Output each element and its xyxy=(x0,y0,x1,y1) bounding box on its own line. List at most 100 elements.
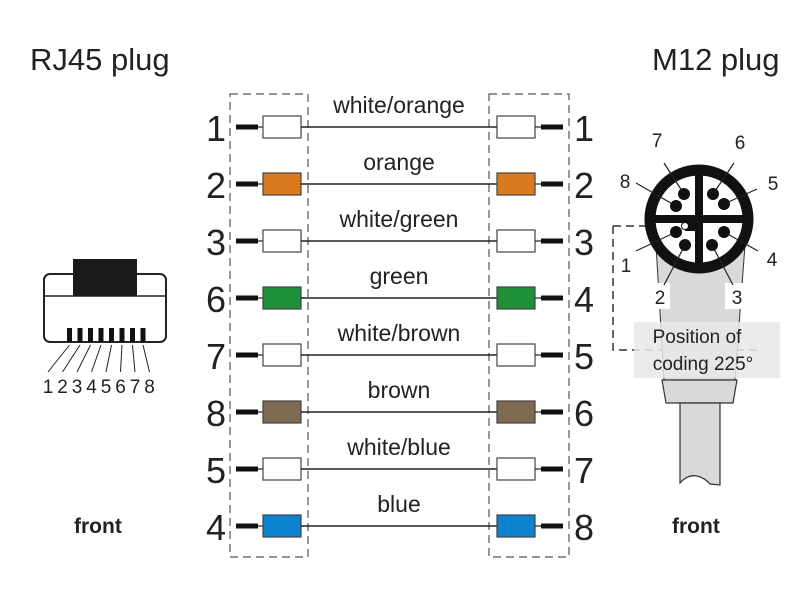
m12-pin-contact xyxy=(670,200,682,212)
m12-pin-contact xyxy=(707,188,719,200)
m12-pin-leader xyxy=(635,231,677,252)
m12-wire-color-block xyxy=(496,343,536,367)
rj45-contact-lead xyxy=(132,344,136,373)
m12-pin-contact xyxy=(678,188,690,200)
m12-pin-label: 6 xyxy=(735,133,746,154)
rj45-plug-title: RJ45 plug xyxy=(30,42,170,77)
rj45-pin-number: 7 xyxy=(206,336,226,377)
rj45-contact xyxy=(130,328,135,342)
rj45-contact-lead xyxy=(91,344,102,373)
m12-cable xyxy=(679,402,721,486)
rj45-wire-color-block xyxy=(262,286,302,310)
wire-color-label: white/blue xyxy=(346,434,451,460)
rj45-pin-label: 5 xyxy=(101,377,112,398)
m12-pin-label: 7 xyxy=(652,131,663,152)
m12-wire-color-block xyxy=(496,286,536,310)
m12-pin-leader xyxy=(723,188,758,205)
wire-color-label: orange xyxy=(363,149,435,175)
rj45-contact-lead xyxy=(62,344,81,373)
m12-plug-title: M12 plug xyxy=(652,42,780,77)
rj45-leads xyxy=(47,344,150,373)
rj45-wire-color-block xyxy=(262,229,302,253)
m12-pin-leader xyxy=(711,244,734,286)
m12-pin-label: 5 xyxy=(768,174,779,195)
rj45-pin-stub xyxy=(236,181,258,187)
rj45-pin-number: 1 xyxy=(206,108,226,149)
m12-pin-number: 1 xyxy=(574,108,594,149)
m12-pin-label: 1 xyxy=(621,256,632,277)
label-patch-2 xyxy=(650,283,670,309)
wire-color-label: blue xyxy=(377,491,420,517)
rj45-latch xyxy=(73,259,137,296)
rj45-pin-number: 8 xyxy=(206,393,226,434)
m12-pin-number: 5 xyxy=(574,336,594,377)
rj45-contact-lead xyxy=(120,344,123,373)
rj45-pin-number: 5 xyxy=(206,450,226,491)
m12-pin-contact xyxy=(706,239,718,251)
rj45-pin-number: 2 xyxy=(206,165,226,206)
rj45-wire-color-block xyxy=(262,400,302,424)
rj45-wire-color-block xyxy=(262,343,302,367)
wire-row: 8 brown 6 xyxy=(206,377,594,434)
m12-pin-stub xyxy=(541,409,563,415)
rj45-pin-stub xyxy=(236,238,258,244)
coding-key xyxy=(685,215,703,231)
rj45-contact xyxy=(67,328,72,342)
rj45-front-label: front xyxy=(74,515,122,538)
m12-wire-color-block xyxy=(496,229,536,253)
rj45-wire-color-block xyxy=(262,172,302,196)
rj45-contact xyxy=(77,328,83,342)
m12-pin-stub xyxy=(541,352,563,358)
m12-pin-label: 8 xyxy=(620,172,631,193)
coding-marker xyxy=(681,222,689,230)
m12-pin-contact xyxy=(718,198,730,210)
wire-color-label: brown xyxy=(368,377,431,403)
rj45-contact-lead xyxy=(47,344,70,373)
m12-pin-number: 4 xyxy=(574,279,594,320)
rj45-contact xyxy=(98,328,104,342)
rj45-contacts xyxy=(67,328,146,342)
rj45-pin-number: 6 xyxy=(206,279,226,320)
rj45-wire-color-block xyxy=(262,514,302,538)
m12-pin-stub xyxy=(541,181,563,187)
coding-label-line1: Position of xyxy=(653,327,742,348)
m12-pin-number: 6 xyxy=(574,393,594,434)
m12-pin-contact xyxy=(679,239,691,251)
rj45-pin-stub xyxy=(236,409,258,415)
m12-nut xyxy=(661,379,738,404)
m12-pin-number: 2 xyxy=(574,165,594,206)
label-patch-3 xyxy=(725,283,745,309)
wire-color-label: white/brown xyxy=(337,320,461,346)
m12-pin-stub xyxy=(541,523,563,529)
m12-pin-leader xyxy=(635,182,677,207)
m12-side-dashed-box xyxy=(488,93,570,558)
m12-pin-stub xyxy=(541,124,563,130)
coding-label-line2: coding 225° xyxy=(653,354,754,375)
m12-wire-color-block xyxy=(496,400,536,424)
rj45-pin-stub xyxy=(236,523,258,529)
m12-pin-label: 3 xyxy=(732,288,743,309)
rj45-pin-number: 3 xyxy=(206,222,226,263)
rj45-pin-stub xyxy=(236,124,258,130)
rj45-pin-label: 2 xyxy=(57,377,68,398)
m12-pin-stub xyxy=(541,238,563,244)
rj45-pin-label: 4 xyxy=(86,377,97,398)
rj45-pin-stub xyxy=(236,295,258,301)
rj45-pin-label: 6 xyxy=(115,377,126,398)
wire-color-label: green xyxy=(370,263,429,289)
m12-pin-label: 4 xyxy=(767,250,778,271)
m12-pin-leader xyxy=(663,162,685,195)
rj45-contact-lead xyxy=(105,344,112,373)
m12-pin-stub xyxy=(541,295,563,301)
m12-pin-contact xyxy=(718,226,730,238)
rj45-pin-stub xyxy=(236,466,258,472)
